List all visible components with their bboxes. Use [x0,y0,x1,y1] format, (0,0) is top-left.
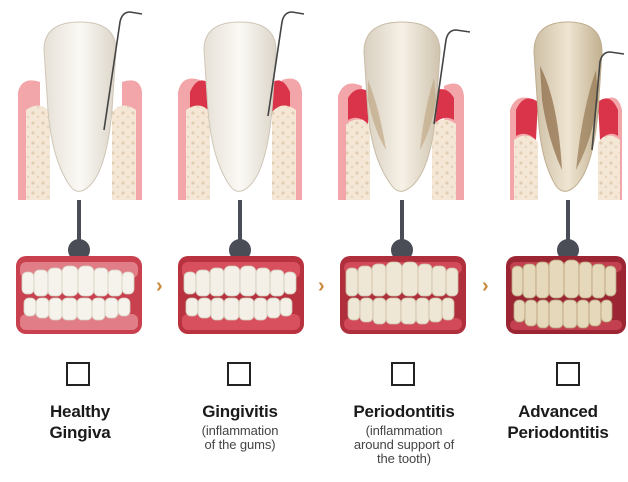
stage-healthy-gingiva: Healthy Gingiva [0,0,160,482]
stage-gingivitis: Gingivitis (inflammation of the gums) [160,0,320,482]
advanced-periodontitis-tooth-illustration [488,0,628,340]
healthy-tooth-illustration [0,0,160,340]
tooth [204,22,276,191]
stage-periodontitis: Periodontitis (inflammation around suppo… [324,0,484,482]
inflamed-gum [516,98,538,140]
stage-checkbox[interactable] [391,362,415,386]
stage-title: Healthy Gingiva [0,401,160,443]
stage-checkbox[interactable] [556,362,580,386]
stage-description: (inflammation of the gums) [160,424,320,452]
stage-title: Gingivitis [160,401,320,422]
stage-advanced-periodontitis: Advanced Periodontitis [488,0,628,482]
stage-checkbox[interactable] [66,362,90,386]
stage-checkbox[interactable] [227,362,251,386]
periodontitis-tooth-illustration [324,0,484,340]
gingivitis-tooth-illustration [160,0,320,340]
stage-title: Advanced Periodontitis [488,401,628,443]
stage-title: Periodontitis [324,401,484,422]
tooth [44,22,116,191]
stage-description: (inflammation around support of the toot… [324,424,484,466]
